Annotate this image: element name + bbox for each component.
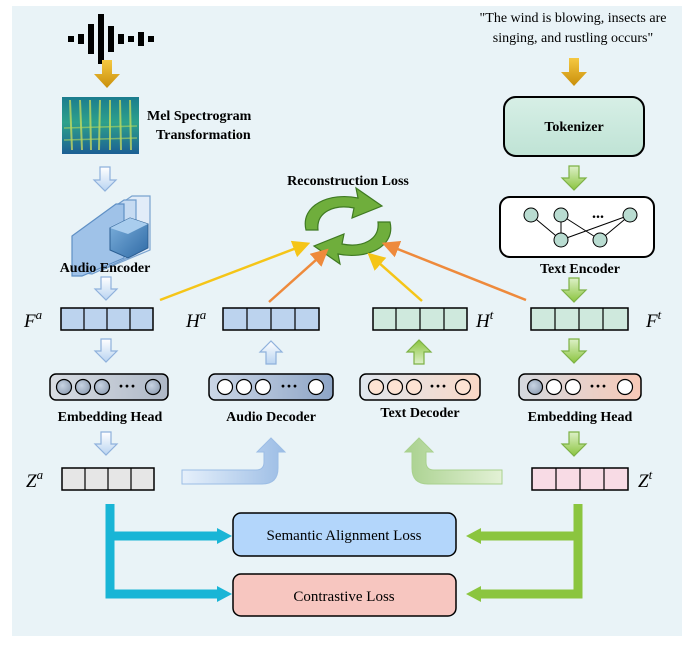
- mel-to-encoder-arrow: [92, 166, 118, 192]
- text-decoder-box: [359, 373, 481, 401]
- tokenizer-label: Tokenizer: [544, 120, 603, 135]
- feature-zt-bar: [531, 467, 629, 491]
- text-head-down-arrow: [560, 431, 588, 457]
- audio-encoder-label: Audio Encoder: [60, 261, 151, 276]
- caption-quote-line1: "The wind is blowing, insects are: [480, 11, 667, 26]
- mel-spectrogram-image: [62, 97, 139, 154]
- semantic-alignment-loss-box: [232, 512, 457, 557]
- ha-label: Ha: [185, 307, 207, 332]
- audio-loss-arrowheads: [217, 528, 232, 602]
- feature-ht-bar: [372, 307, 468, 331]
- caption-quote-line2: singing, and rustling occurs": [493, 31, 653, 46]
- text-embedding-head-label: Embedding Head: [528, 410, 633, 425]
- mel-spectrogram-label-line1: Mel Spectrogram: [147, 109, 252, 124]
- contrastive-loss-label: Contrastive Loss: [293, 589, 394, 605]
- text-encoder-ellipsis: ...: [592, 205, 604, 222]
- text-encoder-network-icon: [523, 207, 638, 248]
- reconstruction-loss-label: Reconstruction Loss: [287, 174, 409, 189]
- audio-embedding-head-box: [49, 373, 169, 401]
- audio-head-down-arrow: [93, 431, 119, 456]
- za-to-audio-decoder-uturn-arrow: [181, 437, 287, 485]
- audio-decoder-label: Audio Decoder: [226, 410, 316, 425]
- semantic-alignment-loss-label: Semantic Alignment Loss: [267, 528, 422, 544]
- mel-spectrogram-label-line2: Transformation: [156, 128, 251, 143]
- audio-decoder-box: [208, 373, 334, 401]
- text-encoder-down-arrow: [560, 277, 588, 303]
- text-embedding-ellipsis: ···: [589, 376, 607, 396]
- audio-loss-connector-lines: [105, 504, 220, 599]
- zt-to-text-decoder-uturn-arrow: [403, 437, 503, 485]
- text-embedding-head-box: [518, 373, 642, 401]
- feature-fa-bar: [60, 307, 154, 331]
- caption-down-arrow: [561, 58, 587, 86]
- ft-down-arrow: [560, 338, 588, 364]
- tokenizer-box: [503, 96, 645, 157]
- text-decoder-up-arrow: [405, 339, 433, 365]
- audio-decoder-up-arrow: [258, 340, 284, 365]
- loss-connection-arrows: [159, 240, 527, 303]
- text-decoder-label: Text Decoder: [380, 406, 459, 421]
- audio-decoder-ellipsis: ···: [280, 376, 298, 396]
- contrastive-loss-box: [232, 573, 457, 617]
- feature-ft-bar: [530, 307, 629, 331]
- audio-encoder-down-arrow: [93, 276, 119, 301]
- text-loss-arrowheads: [466, 528, 481, 602]
- text-encoder-box: [499, 196, 655, 258]
- feature-za-bar: [61, 467, 155, 491]
- text-decoder-ellipsis: ···: [429, 376, 447, 396]
- zt-label: Zt: [638, 467, 653, 492]
- feature-ha-bar: [222, 307, 320, 331]
- waveform-icon: [68, 14, 154, 64]
- za-label: Za: [26, 467, 44, 492]
- audio-embedding-head-label: Embedding Head: [58, 410, 163, 425]
- audio-embedding-ellipsis: ···: [118, 376, 136, 396]
- fa-label: Fa: [23, 307, 43, 332]
- ft-label: Ft: [645, 307, 662, 332]
- audio-encoder-icon: [71, 195, 151, 277]
- fa-down-arrow: [93, 338, 119, 363]
- ht-label: Ht: [475, 307, 494, 332]
- text-loss-connector-lines: [478, 504, 583, 599]
- text-encoder-label: Text Encoder: [540, 262, 620, 277]
- waveform-down-arrow: [94, 60, 120, 88]
- tokenizer-to-encoder-arrow: [560, 165, 588, 191]
